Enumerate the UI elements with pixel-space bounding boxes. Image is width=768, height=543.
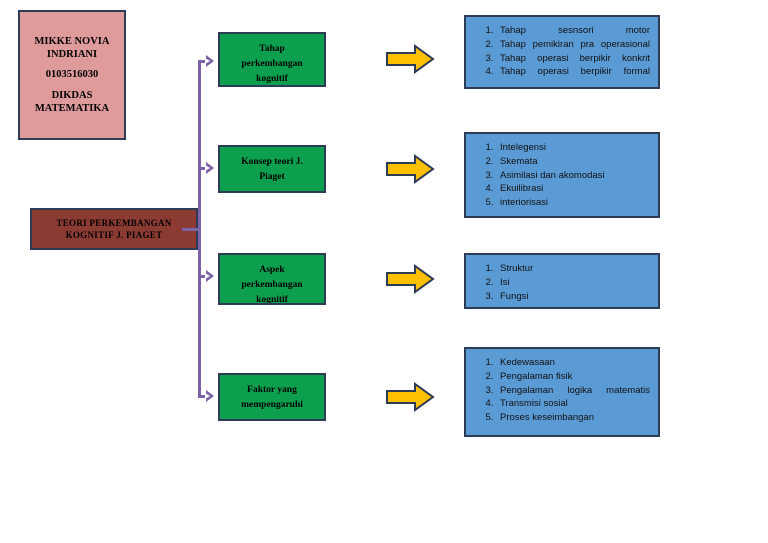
program-line-1: DIKDAS (51, 89, 93, 101)
flow-arrow-3-icon (385, 264, 435, 294)
content-list: Tahap sesnsori motor Tahap pemikiran pra… (474, 24, 650, 79)
content-box-konsep-teori: Intelegensi Skemata Asimilasi dan akomod… (464, 132, 660, 218)
list-item: Pengalaman fisik (496, 370, 650, 384)
stage-node-tahap-perkembangan-kognitif: Tahap perkembangan kognitif (218, 32, 326, 87)
stage-label-line-2: mempengaruhi (241, 400, 303, 411)
flow-arrow-4-icon (385, 382, 435, 412)
list-item: Kedewasaan (496, 356, 650, 370)
connector-root-stub (182, 228, 201, 231)
connector-branch-stub-1 (198, 60, 208, 63)
connector-vertical-spine (198, 62, 201, 398)
connector-arrowhead-3 (205, 270, 214, 282)
content-box-faktor-yang-mempengaruhi: Kedewasaan Pengalaman fisik Pengalaman l… (464, 347, 660, 437)
connector-arrowhead-2 (205, 162, 214, 174)
list-item: Ekuilibrasi (496, 182, 650, 196)
student-name-line-2: INDRIANI (46, 49, 98, 61)
root-label-line-2: KOGNITIF J. PIAGET (65, 230, 163, 240)
connector-branch-stub-4 (198, 395, 208, 398)
connector-arrowhead-4 (205, 390, 214, 402)
list-item: Transmisi sosial (496, 397, 650, 411)
content-list: Intelegensi Skemata Asimilasi dan akomod… (474, 141, 650, 210)
list-item: Isi (496, 276, 650, 290)
content-list: Kedewasaan Pengalaman fisik Pengalaman l… (474, 356, 650, 425)
student-name-line-1: MIKKE NOVIA (34, 36, 110, 48)
list-item: Struktur (496, 262, 650, 276)
connector-branch-stub-3 (198, 275, 208, 278)
content-list: Struktur Isi Fungsi (474, 262, 650, 303)
connector-arrowhead-1 (205, 55, 214, 67)
list-item: Skemata (496, 155, 650, 169)
root-label-line-1: TEORI PERKEMBANGAN (56, 217, 172, 228)
stage-label-line-1: Konsep teori J. (241, 157, 303, 167)
program-line-2: MATEMATIKA (34, 102, 110, 114)
stage-label-line-2: Piaget (259, 172, 285, 183)
list-item: Proses keseimbangan (496, 411, 650, 425)
stage-label-line-1: Aspek (259, 265, 285, 275)
stage-node-aspek-perkembangan-kognitif: Aspek perkembangan kognitif (218, 253, 326, 305)
list-item: interiorisasi (496, 196, 650, 210)
stage-label-line-1: Tahap (259, 44, 285, 54)
student-id: 0103516030 (45, 69, 99, 81)
student-identity-card: MIKKE NOVIA INDRIANI 0103516030 DIKDAS M… (18, 10, 126, 140)
list-item: Tahap sesnsori motor (496, 24, 650, 38)
stage-label-line-2: perkembangan (241, 59, 303, 70)
stage-label-line-2: perkembangan (241, 280, 303, 291)
list-item: Pengalaman logika matematis (496, 384, 650, 398)
content-box-tahap-perkembangan: Tahap sesnsori motor Tahap pemikiran pra… (464, 15, 660, 89)
list-item: Asimilasi dan akomodasi (496, 169, 650, 183)
root-node-teori-perkembangan-kognitif: TEORI PERKEMBANGAN KOGNITIF J. PIAGET (30, 208, 198, 250)
stage-node-faktor-yang-mempengaruhi: Faktor yang mempengaruhi (218, 373, 326, 421)
stage-label-line-1: Faktor yang (247, 385, 297, 395)
list-item: Tahap operasi berpikir konkrit (496, 52, 650, 66)
stage-label-line-3: kognitif (256, 74, 288, 85)
list-item: Tahap pemikiran pra operasional (496, 38, 650, 52)
list-item: Tahap operasi berpikir formal (496, 65, 650, 79)
stage-label-line-3: kognitif (256, 295, 288, 305)
list-item: Fungsi (496, 290, 650, 304)
list-item: Intelegensi (496, 141, 650, 155)
stage-node-konsep-teori-piaget: Konsep teori J. Piaget (218, 145, 326, 193)
connector-branch-stub-2 (198, 167, 208, 170)
flow-arrow-1-icon (385, 44, 435, 74)
flow-arrow-2-icon (385, 154, 435, 184)
content-box-aspek-perkembangan: Struktur Isi Fungsi (464, 253, 660, 309)
